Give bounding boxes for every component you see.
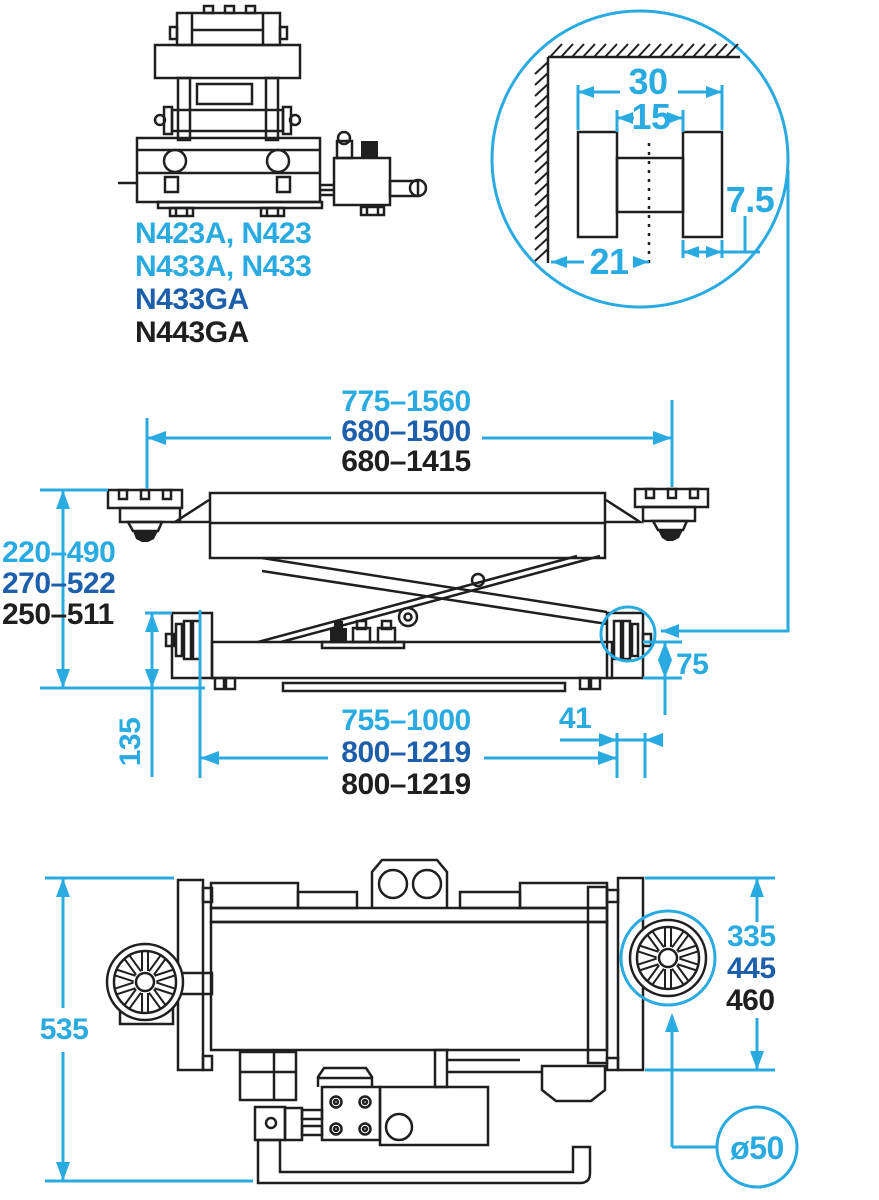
left-wheel [105,942,185,1022]
wheel-callout-circle [619,909,717,1007]
side-dim-frame-length-black: 800–1219 [341,768,471,801]
side-dim-arm-span-blue: 680–1500 [341,415,471,448]
detail-dim-inner-width: 15 [631,96,671,137]
side-dim-lift-height-black: 250–511 [2,598,114,631]
side-view-dimension-lines [40,170,790,778]
tow-handle [256,1138,592,1185]
top-view-drawing [105,858,708,1185]
wall-hatching [534,43,739,262]
side-dim-frame-length-blue: 800–1219 [341,736,471,769]
model-label-3: N433GA [135,283,249,316]
right-wheel [628,918,708,998]
detail-dimension-arrows [551,86,722,268]
detail-leader-line [661,170,790,633]
side-dim-frame-height: 135 [114,717,147,767]
detail-dim-overall-width: 30 [628,61,668,102]
side-dim-roller-offset: 41 [558,702,592,735]
detail-dim-wall-distance: 21 [589,241,629,282]
front-view-drawing [118,4,428,218]
side-dim-lift-height-blue: 270–522 [2,567,116,600]
roller-callout-circle [599,605,657,663]
detail-dim-roller-width: 7.5 [725,179,775,220]
side-dim-frame-length-cyan: 755–1000 [341,704,471,737]
side-dim-arm-span-cyan: 775–1560 [341,385,471,418]
top-dim-wheel-diameter: ø50 [730,1130,784,1166]
side-view-drawing [106,487,710,693]
detail-bubble-circle [490,9,790,309]
model-label-1: N423A, N423 [135,217,312,250]
valve-knob [361,141,378,158]
top-dim-width: 535 [39,1013,89,1046]
top-view-dimension-lines [45,876,799,1189]
model-label-2: N433A, N433 [135,250,312,283]
model-label-4: N443GA [135,316,249,349]
top-dim-support-span-black: 460 [726,984,775,1017]
side-dim-lift-height-cyan: 220–490 [2,536,116,569]
side-dim-arm-span-black: 680–1415 [341,445,471,478]
top-dim-support-span-blue: 445 [727,952,776,985]
roller-detail-view [490,9,790,309]
top-dim-support-span-cyan: 335 [727,920,776,953]
side-dim-roller-height: 75 [676,648,709,681]
